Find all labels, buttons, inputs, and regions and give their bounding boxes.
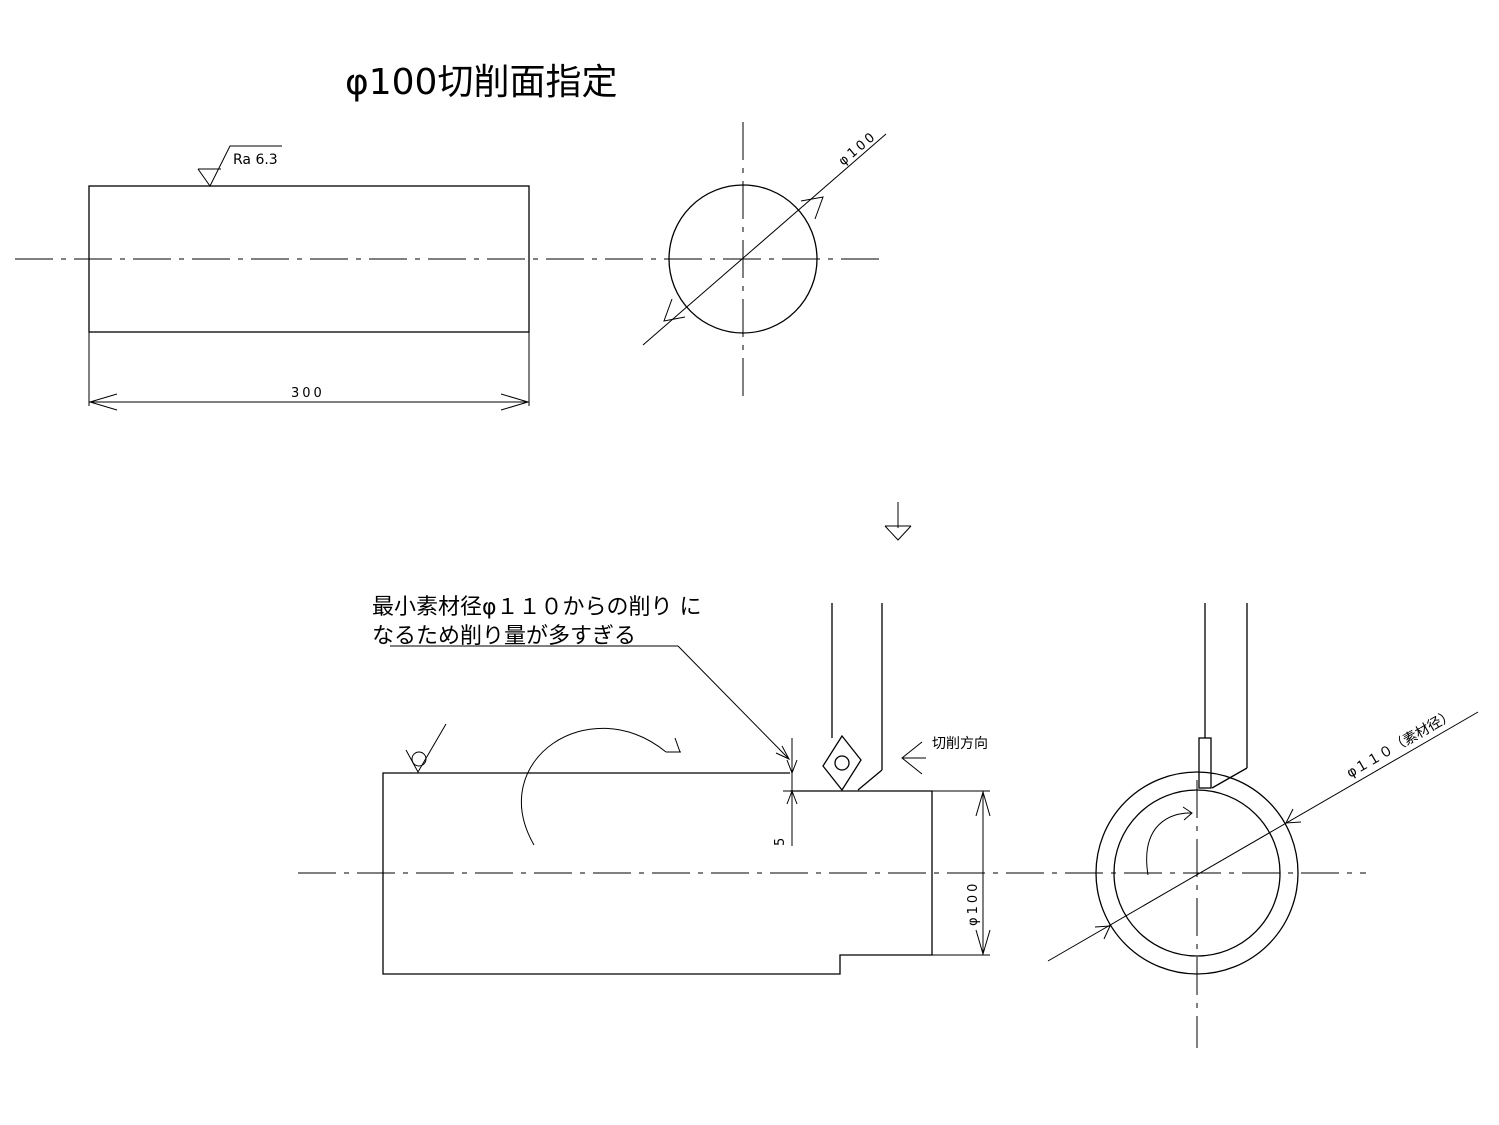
lower-diameter-dimension xyxy=(932,790,991,956)
note-line-2: なるため削り量が多すぎる xyxy=(372,624,636,649)
end-view-tool xyxy=(1198,603,1248,789)
cut-direction-arrow-icon xyxy=(901,741,926,775)
cutting-tool xyxy=(822,603,883,792)
upper-shaft-outline xyxy=(88,185,530,333)
lower-workpiece-outline xyxy=(382,772,933,975)
stock-diameter-value: φ１１０（素材径） xyxy=(1344,707,1457,781)
drawing-title: φ100切削面指定 xyxy=(345,62,617,103)
cut-depth-dimension xyxy=(783,738,800,846)
lower-end-view: φ１１０（素材径） xyxy=(1047,603,1479,1048)
finished-circle xyxy=(1113,789,1281,957)
roughness-label: Ra 6.3 xyxy=(233,152,278,168)
end-rotation-arrow-icon xyxy=(1146,806,1193,876)
upper-diameter-leader xyxy=(642,133,887,346)
cut-direction-label: 切削方向 xyxy=(932,736,988,752)
note-line-1: 最小素材径φ１１０からの削り に xyxy=(372,595,702,620)
stock-diameter-leader xyxy=(1047,711,1479,962)
length-dimension-value: 300 xyxy=(291,386,325,401)
down-arrow-icon xyxy=(884,502,912,541)
length-dimension xyxy=(88,332,530,411)
note-leader xyxy=(677,645,789,759)
upper-end-view: φ100 xyxy=(642,122,887,398)
cutting-insert xyxy=(822,734,862,792)
rotation-arrow-icon xyxy=(520,727,681,846)
cut-depth-value: 5 xyxy=(773,835,788,846)
upper-side-view: Ra 6.3 300 xyxy=(15,145,885,411)
surface-finish-symbol xyxy=(197,145,282,187)
upper-diameter-value: φ100 xyxy=(836,128,880,169)
lower-side-view: 5 φ100 切削方向 xyxy=(298,603,1366,975)
lower-diameter-value: φ100 xyxy=(966,881,981,926)
stock-circle xyxy=(1095,771,1299,975)
upper-end-circle xyxy=(668,184,818,334)
machining-symbol xyxy=(405,723,447,774)
